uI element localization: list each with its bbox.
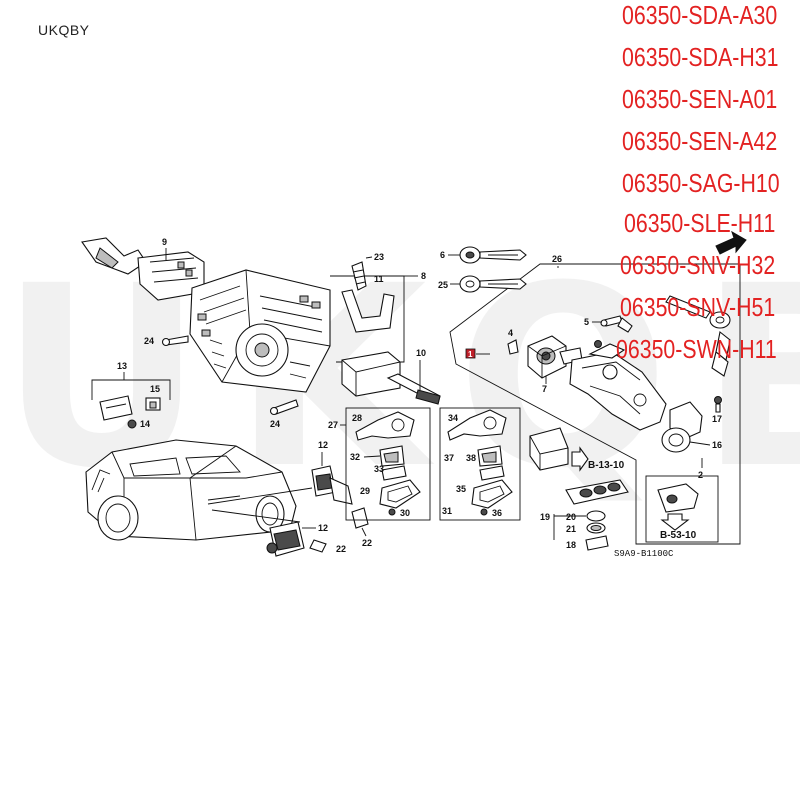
callout-1-box (465, 348, 476, 359)
callout-22-lower: 22 (336, 544, 346, 554)
screw-23 (351, 261, 367, 291)
key-inserted (665, 295, 731, 377)
callout-32: 32 (350, 452, 360, 462)
callout-36: 36 (492, 508, 502, 518)
screw-22-upper (351, 507, 369, 529)
ignition-switch-16 (661, 401, 703, 453)
part-number-3: 06350-SEN-A01 (622, 84, 778, 114)
door-cylinder-box (645, 475, 719, 543)
callout-33: 33 (374, 464, 384, 474)
callout-2: 2 (698, 470, 703, 480)
callout-21: 21 (566, 524, 576, 534)
key-group-box-b (439, 407, 521, 521)
callout-12-lower: 12 (318, 523, 328, 533)
callout-10: 10 (416, 348, 426, 358)
callout-24-upper: 24 (144, 336, 154, 346)
transponder-a (379, 445, 407, 481)
callout-23: 23 (374, 252, 384, 262)
master-key-6 (459, 246, 527, 264)
callout-18: 18 (566, 540, 576, 550)
part-number-4: 06350-SEN-A42 (622, 126, 778, 156)
screw-5 (600, 315, 633, 333)
key-blank-a (355, 411, 415, 441)
key-blank-b (447, 409, 507, 441)
callout-25: 25 (438, 280, 448, 290)
lockset-border (449, 263, 741, 545)
callout-8: 8 (421, 271, 426, 281)
callout-13: 13 (117, 361, 127, 371)
screw-4 (507, 339, 519, 355)
relay-bracket (99, 395, 161, 421)
key-cover-b (471, 479, 513, 509)
vehicle-outline (85, 439, 297, 541)
part-number-8: 06350-SNV-H51 (620, 292, 776, 322)
cable-reel-assembly (189, 269, 331, 393)
screw-24-upper (161, 335, 189, 347)
combination-switch-lever (81, 237, 205, 301)
callout-38: 38 (466, 453, 476, 463)
callout-17: 17 (712, 414, 722, 424)
callout-5: 5 (584, 317, 589, 327)
callout-34: 34 (448, 413, 458, 423)
callout-29: 29 (360, 486, 370, 496)
callout-27: 27 (328, 420, 338, 430)
callout-7: 7 (542, 384, 547, 394)
transponder-b (477, 445, 505, 481)
ref-b-13-10: B-13-10 (588, 460, 625, 471)
door-lock-cylinder (657, 483, 699, 513)
callout-12-upper: 12 (318, 440, 328, 450)
callout-30: 30 (400, 508, 410, 518)
screw-36 (480, 508, 488, 516)
part-number-9: 06350-SWN-H11 (616, 334, 777, 364)
callout-24-lower: 24 (270, 419, 280, 429)
callout-22-upper: 22 (362, 538, 372, 548)
figure-code: S9A9-B1100C (614, 549, 674, 559)
part-number-5: 06350-SAG-H10 (622, 168, 780, 198)
key-group-box-a (345, 407, 431, 521)
ref-b-53-10: B-53-10 (660, 530, 697, 541)
key-cover-a (379, 479, 421, 509)
ref-arrow-b53 (660, 513, 690, 531)
callout-37: 37 (444, 453, 454, 463)
immobilizer-unit (529, 427, 569, 471)
callout-15: 15 (150, 384, 160, 394)
lock-cylinder-7 (527, 335, 583, 379)
part-number-7: 06350-SNV-H32 (620, 250, 776, 280)
bracket-13 (91, 379, 171, 400)
callout-11: 11 (374, 274, 384, 284)
remote-transmitter (565, 479, 629, 551)
pointer-arrow-icon (715, 230, 747, 255)
callout-9: 9 (162, 237, 167, 247)
callout-35: 35 (456, 484, 466, 494)
part-number-1: 06350-SDA-A30 (622, 0, 778, 30)
steering-lock-body (569, 340, 667, 431)
ref-arrow-b13 (571, 446, 589, 472)
bolt-14 (127, 419, 137, 429)
callout-31: 31 (442, 506, 452, 516)
part-number-2: 06350-SDA-H31 (622, 42, 779, 72)
brand-label: UKQBY (38, 22, 90, 38)
callout-14: 14 (140, 419, 150, 429)
bracket-11 (341, 289, 395, 333)
door-switch-lower (266, 521, 305, 557)
callout-6: 6 (440, 250, 445, 260)
callout-4: 4 (508, 328, 513, 338)
part-number-6: 06350-SLE-H11 (624, 208, 776, 238)
screw-17 (714, 396, 722, 413)
callout-19: 19 (540, 512, 550, 522)
door-switch-upper (311, 465, 353, 505)
screw-22-lower (309, 539, 327, 553)
callout-20: 20 (566, 512, 576, 522)
callout-1: 1 (468, 350, 473, 359)
screw-30 (388, 508, 396, 516)
wiper-switch (341, 351, 441, 405)
valet-key-25 (459, 275, 527, 293)
callout-16: 16 (712, 440, 722, 450)
callout-28: 28 (352, 413, 362, 423)
callout-26: 26 (552, 254, 562, 264)
screw-24-lower (269, 399, 299, 416)
